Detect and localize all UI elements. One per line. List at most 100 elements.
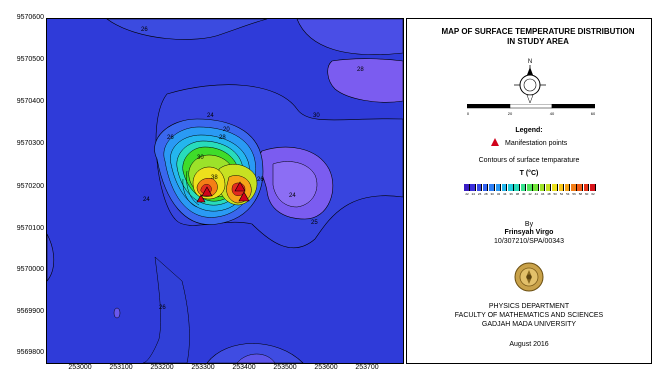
legend-contours-label: Contours of surface temparature (478, 157, 580, 164)
department: PHYSICS DEPARTMENT (488, 303, 570, 310)
colorbar-swatch (520, 184, 527, 191)
contour-label: 24 (289, 193, 296, 199)
colorbar-swatch (464, 184, 470, 191)
contour-lobe (113, 307, 121, 319)
colorbar-tick-label: 40 (522, 192, 526, 196)
colorbar-tick-label: 38 (515, 192, 520, 196)
colorbar-tick-label: 30 (490, 192, 494, 196)
temperature-units: T (°C) (519, 170, 539, 177)
colorbar-swatch (577, 184, 583, 191)
legend-manifestation-label: Manifestation points (505, 140, 568, 147)
contour-label: 30 (197, 155, 204, 161)
map-title: MAP OF SURFACE TEMPERATURE DISTRIBUTION … (407, 27, 652, 47)
x-tick-label: 253100 (109, 364, 133, 371)
colorbar-swatch (514, 184, 520, 191)
scale-label: 20 (508, 111, 513, 116)
map-title-line-2: IN STUDY AREA (507, 37, 569, 46)
university: GADJAH MADA UNIVERSITY (481, 321, 577, 328)
colorbar-tick-label: 22 (465, 192, 469, 196)
x-tick-label: 253700 (355, 364, 379, 371)
contour-label: 24 (207, 113, 214, 119)
y-tick-label: 9570000 (16, 266, 44, 273)
colorbar-swatch (533, 184, 539, 191)
colorbar-tick-label: 42 (528, 192, 532, 196)
legend-title: Legend: (515, 127, 543, 134)
manifestation-point (238, 191, 250, 202)
x-tick-label: 253300 (191, 364, 215, 371)
colorbar-swatch (527, 184, 533, 191)
contour-line (182, 178, 198, 208)
red-triangle-icon (491, 138, 499, 146)
contour-label: 28 (357, 67, 364, 73)
y-tick-label: 9570500 (16, 56, 44, 63)
contour-label: 28 (219, 135, 226, 141)
contour-line (186, 170, 200, 206)
contour-label: 26 (257, 177, 264, 183)
colorbar-tick-label: 52 (559, 192, 564, 196)
y-tick-label: 9570100 (16, 225, 44, 232)
colorbar-swatch (539, 184, 546, 191)
colorbar-swatch (545, 184, 552, 191)
by-label: By (524, 221, 534, 228)
colorbar-swatch (489, 184, 495, 191)
y-tick-label: 9569900 (16, 308, 44, 315)
colorbar-tick-label: 62 (591, 192, 595, 196)
contour-lobe (106, 19, 268, 40)
contour-lobe (142, 256, 190, 363)
colorbar-swatch (482, 184, 489, 191)
author-name: Frinsyah Virgo (504, 229, 554, 236)
x-tick-label: 253000 (68, 364, 92, 371)
colorbar-tick-label: 36 (509, 192, 513, 196)
scale-label: 0 (467, 111, 470, 116)
contour-lobe (236, 353, 276, 363)
contour-map-svg: 26 28 30 24 20 28 26 24 30 38 26 24 25 2… (47, 19, 403, 363)
contour-lobe (296, 19, 403, 55)
contour-label: 30 (313, 113, 320, 119)
temperature-contour-map: 26 28 30 24 20 28 26 24 30 38 26 24 25 2… (46, 18, 404, 364)
manifestation-point (201, 186, 213, 197)
map-info-panel: MAP OF SURFACE TEMPERATURE DISTRIBUTION … (406, 18, 652, 364)
colorbar-swatch (590, 184, 596, 191)
scale-label: 40 (550, 111, 555, 116)
y-tick-label: 9569800 (16, 349, 44, 356)
north-arrow-icon: N (514, 59, 546, 103)
contour-label: 26 (159, 305, 166, 311)
colorbar-tick-label: 32 (496, 192, 501, 196)
contour-label: 20 (223, 127, 230, 133)
y-tick-label: 9570400 (16, 98, 44, 105)
colorbar-tick-label: 24 (471, 192, 475, 196)
manifestation-point (234, 181, 246, 192)
colorbar-tick-label: 56 (572, 192, 576, 196)
colorbar-tick-label: 48 (547, 192, 551, 196)
x-tick-label: 253400 (232, 364, 256, 371)
date: August 2016 (509, 341, 549, 348)
colorbar-tick-label: 46 (540, 192, 545, 196)
colorbar-swatch (470, 184, 476, 191)
scale-bar: 0 20 40 60 (467, 104, 595, 116)
legend-manifestation: Manifestation points (491, 138, 567, 148)
colorbar-tick-label: 60 (585, 192, 589, 196)
contour-label: 38 (211, 175, 218, 181)
colorbar-tick-label: 34 (503, 192, 507, 196)
x-tick-label: 253600 (314, 364, 338, 371)
contour-label: 26 (141, 27, 148, 33)
colorbar-tick-label: 50 (553, 192, 557, 196)
colorbar-swatch (564, 184, 571, 191)
colorbar-swatch (552, 184, 558, 191)
colorbar-swatch (558, 184, 565, 191)
colorbar-swatch (501, 184, 508, 191)
colorbar-swatch (495, 184, 502, 191)
colorbar-tick-label: 54 (566, 192, 570, 196)
student-id: 10/307210/SPA/00343 (494, 238, 564, 245)
university-logo-icon (514, 262, 544, 292)
contour-lobe (327, 58, 403, 103)
colorbar-swatch (508, 184, 514, 191)
y-tick-label: 9570600 (16, 14, 44, 21)
colorbar-tick-label: 58 (578, 192, 583, 196)
colorbar-tick-label: 28 (484, 192, 488, 196)
y-tick-label: 9570200 (16, 183, 44, 190)
colorbar-swatch (571, 184, 577, 191)
manifestation-point (196, 194, 206, 203)
contour-label: 24 (143, 197, 150, 203)
map-title-line-1: MAP OF SURFACE TEMPERATURE DISTRIBUTION (441, 27, 635, 36)
